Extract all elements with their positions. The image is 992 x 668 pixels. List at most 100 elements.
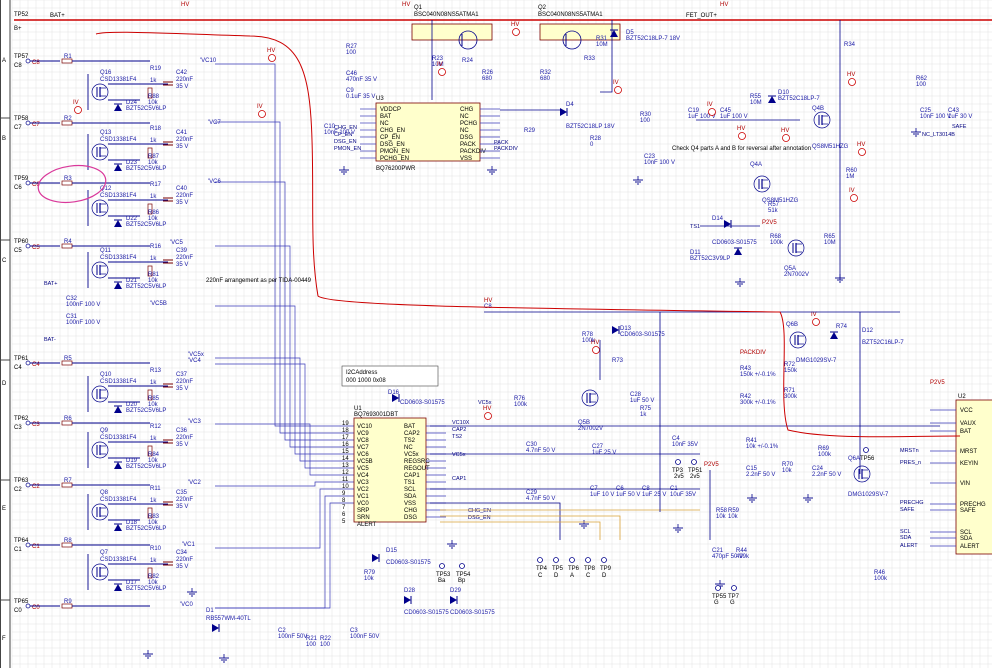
u1-pin-label: VC8 <box>357 438 369 444</box>
q2-value: BSC040N08NS5ATMA1 <box>538 12 603 18</box>
row-letter-a: A <box>2 58 6 64</box>
part-value: BZT52C18LP-7 <box>778 96 820 102</box>
part-value: CD0603-S01575 <box>400 400 445 406</box>
net-label: TS1 <box>690 224 700 230</box>
part-ref: R24 <box>462 58 474 64</box>
wire <box>215 481 354 487</box>
part-ref: R28 <box>590 136 602 142</box>
diode-body <box>114 584 122 591</box>
b-plus-label: B+ <box>14 26 22 32</box>
row-letter-c: C <box>2 258 7 264</box>
test-point <box>25 243 31 249</box>
u1-pin-label: SCL <box>404 487 416 493</box>
net-label: PACK <box>494 140 509 146</box>
row-letter-f: F <box>2 636 6 642</box>
diode-ref: D21 <box>126 278 138 284</box>
resistor <box>147 567 153 579</box>
u2-pin-label: VIN <box>960 481 970 487</box>
part-ref: D10 <box>778 90 790 96</box>
u1-pin-label: TS2 <box>404 438 416 444</box>
u1-pin-label: VC6 <box>357 452 369 458</box>
net-flag-label: HV <box>781 128 789 134</box>
test-point <box>25 180 31 186</box>
part-ref: R55 <box>750 94 762 100</box>
diode-body <box>724 220 731 228</box>
test-point-label: TP51 <box>688 468 703 474</box>
mosfet-outline <box>853 465 871 483</box>
net-label: VC5x <box>478 400 492 406</box>
u1-pin-number: 13 <box>342 463 349 469</box>
part-value: 1uF 10 V <box>590 492 614 498</box>
net-label: CP_EN <box>334 132 352 138</box>
diode-body <box>114 220 122 227</box>
diode-ref: D19 <box>126 458 138 464</box>
part-ref: R34 <box>844 42 856 48</box>
wire <box>215 357 354 462</box>
test-point-label: TP63 <box>14 478 29 484</box>
cell-connection-label: C4 <box>14 365 22 371</box>
net-flag <box>708 108 716 116</box>
u1-pin-number: 11 <box>342 477 349 483</box>
capacitor-ref: C35 <box>176 490 188 496</box>
part-value: CD0603-S01575 <box>450 610 495 616</box>
test-point <box>25 360 31 366</box>
diode-body <box>392 394 399 402</box>
capacitor-rating: 35 V <box>176 564 188 570</box>
wire <box>440 515 621 540</box>
part-value: 10nF 100 V <box>324 130 355 136</box>
net-label: BAT- <box>44 337 56 343</box>
cell-connection-label: C2 <box>32 484 40 490</box>
u1-pin-label: VC5B <box>357 459 373 465</box>
part-ref: D13 <box>620 326 632 332</box>
row-letter-e: E <box>2 506 6 512</box>
part-value: 470pF 50 V <box>712 554 743 560</box>
diode-value: BZT52C5V6LP <box>126 526 166 532</box>
part-ref: C31 <box>66 314 78 320</box>
wire <box>215 363 354 469</box>
part-value: 2N7002V <box>578 426 603 432</box>
check-q4-note: Check Q4 parts A and B for reversal afte… <box>672 146 811 152</box>
part-value: 4.7nF 50 V <box>526 448 555 454</box>
test-point-label: TP64 <box>14 538 29 544</box>
net-label: PRES_n <box>900 460 921 466</box>
net-label: HV <box>484 298 492 304</box>
mosfet-outline <box>753 175 771 193</box>
hv-flag-top2: HV <box>402 2 410 8</box>
net-label: CHG_EN <box>334 125 357 131</box>
wire <box>440 521 601 540</box>
part-value: CD0603-S01575 <box>620 332 665 338</box>
u1-pin-label: VC1 <box>357 494 369 500</box>
part-value: 10nF 100 V <box>920 114 951 120</box>
mosfet-ref: Q12 <box>100 186 112 192</box>
part-ref: R73 <box>612 358 624 364</box>
u1-pin-number: 18 <box>342 428 349 434</box>
test-point-label: TP61 <box>14 356 29 362</box>
net-flag <box>258 110 266 118</box>
test-point-sub: G <box>730 600 735 606</box>
part-value: 1uF 100 V <box>720 114 748 120</box>
bat-plus-rail: TP52 B+ BAT+ FET_OUT+ HV HV HV <box>14 2 992 32</box>
mosfet-value: CSD13381F4 <box>100 193 137 199</box>
resistor-value: 10k <box>148 278 159 284</box>
mosfet-value: CSD13381F4 <box>100 497 137 503</box>
part-value: 10k <box>728 514 739 520</box>
part-value: 100 <box>346 50 357 56</box>
part-value: CD0603-S01575 <box>386 560 431 566</box>
resistor-ref: R8 <box>64 538 72 544</box>
net-flag <box>268 54 276 62</box>
u3-pin-label: PCHG <box>460 121 478 127</box>
wire <box>215 305 354 455</box>
resistor-ref: R11 <box>150 486 161 492</box>
test-point-label: TP5 <box>552 566 564 572</box>
u3-pin-label: NC <box>460 128 469 134</box>
capacitor-value: 220nF <box>176 435 193 441</box>
resistor-value: 1k <box>150 138 157 144</box>
part-ref: C43 <box>948 108 960 114</box>
resistor <box>147 147 153 159</box>
net-label: 'VC5B <box>150 301 167 307</box>
u3-pin-label: VSS <box>460 156 472 162</box>
u2-pin-label: BAT <box>960 429 972 435</box>
net-label: 'VC10 <box>200 58 217 64</box>
resistor-value: 10k <box>148 580 159 586</box>
